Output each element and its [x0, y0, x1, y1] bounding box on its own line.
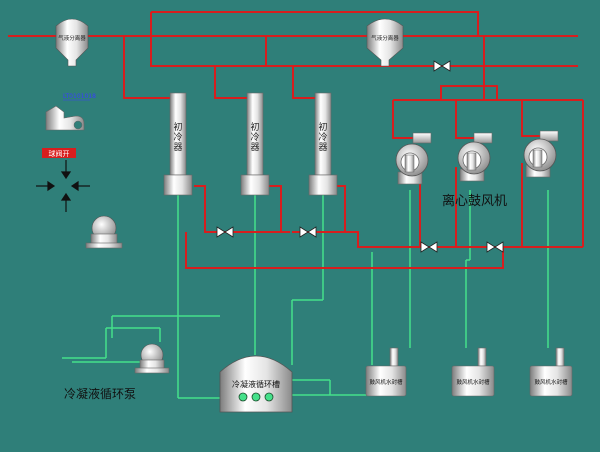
status-badge-label: 球阀开	[49, 149, 70, 158]
water-seal-label: 鼓风机水封槽	[456, 378, 490, 386]
blowers-title: 离心鼓风机	[442, 193, 507, 209]
cooler-label: 器	[318, 142, 327, 153]
water-seal-tank-2[interactable]: 鼓风机水封槽	[451, 347, 495, 397]
indicator-light	[251, 392, 261, 402]
condensate-tank[interactable]: 冷凝液循环槽	[219, 355, 293, 413]
valves	[216, 60, 504, 253]
valve-actuator-icon	[45, 105, 85, 131]
primary-cooler-1[interactable]: 初 冷 器	[163, 92, 193, 196]
cooler-label: 初	[318, 121, 327, 133]
status-badge[interactable]: 球阀开	[42, 148, 76, 158]
valve[interactable]	[433, 60, 451, 72]
water-seal-label: 鼓风机水封槽	[369, 378, 403, 386]
water-seal-label: 鼓风机水封槽	[534, 378, 568, 386]
condensate-pump-label: 冷凝液循环泵	[64, 386, 136, 401]
condensate-pump[interactable]	[134, 343, 170, 374]
centrifugal-blower-2[interactable]	[457, 132, 493, 182]
valve[interactable]	[299, 226, 317, 238]
cooler-label: 冷	[318, 131, 327, 143]
crosshair-arrows-icon	[36, 160, 90, 212]
primary-cooler-2[interactable]: 初 冷 器	[240, 92, 270, 196]
indicator-light	[264, 392, 274, 402]
centrifugal-blower-1[interactable]	[395, 132, 432, 185]
valve[interactable]	[486, 241, 504, 253]
water-seal-tank-3[interactable]: 鼓风机水封槽	[529, 347, 573, 397]
separator-label: 气液分离器	[58, 34, 86, 42]
cooler-label: 冷	[250, 131, 259, 143]
cooler-label: 初	[250, 121, 259, 133]
liquid-pipes	[62, 190, 549, 399]
valve[interactable]	[216, 226, 234, 238]
indicator-light	[238, 392, 248, 402]
level-tag-value: LT0101018	[63, 93, 96, 100]
condensate-tank-label: 冷凝液循环槽	[232, 379, 280, 389]
separator-left[interactable]: 气液分离器	[55, 18, 89, 67]
separator-right[interactable]: 气液分离器	[366, 18, 404, 67]
pump-icon[interactable]	[85, 215, 123, 249]
gas-pipes	[8, 11, 584, 269]
cooler-label: 器	[250, 142, 259, 153]
primary-cooler-3[interactable]: 初 冷 器	[308, 92, 338, 196]
separator-label: 气液分离器	[371, 34, 399, 42]
water-seal-tank-1[interactable]: 鼓风机水封槽	[365, 347, 407, 397]
centrifugal-blower-3[interactable]	[523, 130, 559, 178]
cooler-label: 器	[173, 142, 182, 153]
valve[interactable]	[420, 241, 438, 253]
cooler-label: 初	[173, 121, 182, 133]
cooler-label: 冷	[173, 131, 182, 143]
